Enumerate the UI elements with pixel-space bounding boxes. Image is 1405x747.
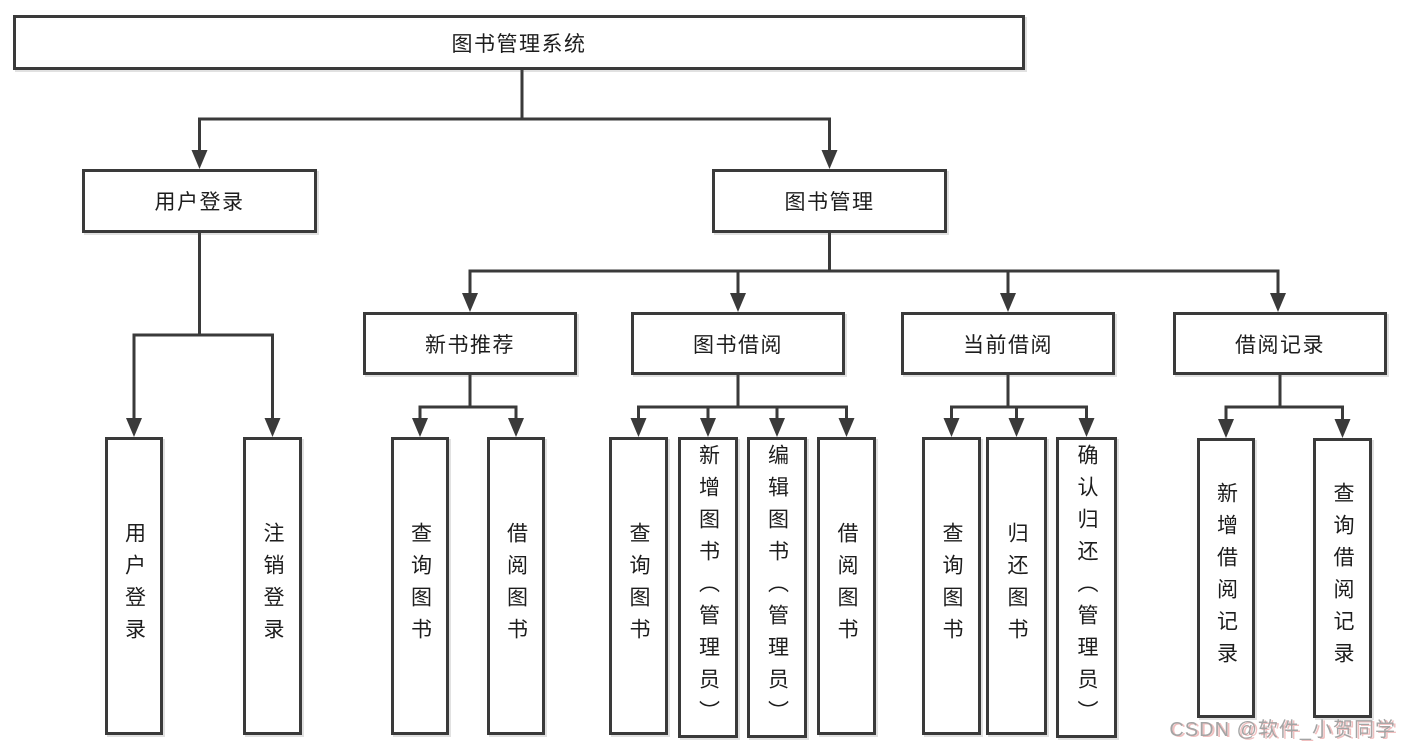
connector-root-to-level2	[198, 70, 831, 152]
node-label: 新增借阅记录	[1214, 482, 1238, 674]
connector-newbook-to-leaves	[418, 375, 518, 420]
arrowhead-icon	[1334, 419, 1351, 438]
node-label: 借阅记录	[1235, 333, 1325, 357]
node-book-management: 图书管理	[712, 169, 947, 233]
node-label: 确认归还（管理员）	[1075, 443, 1098, 732]
connector-paths	[132, 70, 1344, 421]
node-label: 注销登录	[261, 522, 284, 650]
leaf-query-books-current: 查询图书	[922, 437, 981, 735]
node-label: 当前借阅	[963, 333, 1053, 357]
leaf-borrow-books: 借阅图书	[817, 437, 876, 735]
arrowhead-icon	[1218, 419, 1234, 438]
arrowhead-icon	[1078, 418, 1095, 437]
arrowhead-icon	[412, 418, 428, 437]
arrowhead-icon	[838, 418, 855, 437]
arrowhead-icon	[462, 293, 478, 312]
leaf-query-books-borrow: 查询图书	[609, 437, 668, 735]
node-label: 查询图书	[627, 522, 650, 650]
node-book-borrowing: 图书借阅	[631, 312, 845, 375]
node-label: 图书借阅	[693, 333, 783, 357]
arrowhead-icon	[508, 418, 524, 437]
connector-bookmgmt-to-level3	[468, 233, 1280, 295]
node-current-borrowing: 当前借阅	[901, 312, 1115, 375]
node-label: 查询借阅记录	[1331, 482, 1354, 674]
node-label: 查询图书	[408, 522, 432, 650]
arrowhead-icon	[943, 418, 960, 437]
leaf-user-login: 用户登录	[105, 437, 163, 735]
node-label: 用户登录	[122, 522, 146, 650]
arrowhead-icon	[700, 418, 716, 437]
leaf-query-books-recommend: 查询图书	[391, 437, 449, 735]
arrowhead-icon	[1270, 293, 1286, 312]
connector-currentborrow-to-leaves	[950, 375, 1088, 420]
leaf-logout: 注销登录	[243, 437, 302, 735]
connector-bookborrow-to-leaves	[637, 375, 848, 420]
node-label: 用户登录	[154, 191, 245, 214]
node-label: 图书管理	[784, 191, 875, 214]
arrowheads	[126, 150, 1351, 438]
node-label: 归还图书	[1005, 522, 1028, 650]
leaf-edit-book-admin: 编辑图书（管理员）	[747, 437, 807, 738]
node-new-book-recommendation: 新书推荐	[363, 312, 577, 375]
leaf-borrow-books-recommend: 借阅图书	[487, 437, 545, 735]
node-label: 编辑图书（管理员）	[765, 443, 789, 732]
node-borrowing-records: 借阅记录	[1173, 312, 1387, 375]
arrowhead-icon	[730, 293, 746, 312]
leaf-return-book: 归还图书	[986, 437, 1047, 735]
arrowhead-icon	[821, 150, 838, 169]
arrowhead-icon	[1000, 293, 1016, 312]
node-label: 借阅图书	[835, 522, 858, 650]
connector-records-to-leaves	[1224, 375, 1344, 421]
node-label: 图书管理系统	[451, 32, 587, 56]
node-library-management-system: 图书管理系统	[13, 15, 1025, 70]
arrowhead-icon	[126, 418, 142, 437]
arrowhead-icon	[1008, 418, 1025, 437]
leaf-add-book-admin: 新增图书（管理员）	[678, 437, 738, 738]
node-label: 借阅图书	[504, 522, 528, 650]
arrowhead-icon	[630, 418, 647, 437]
node-label: 查询图书	[940, 522, 963, 650]
arrowhead-icon	[264, 418, 281, 437]
node-user-login: 用户登录	[82, 169, 317, 233]
node-label: 新增图书（管理员）	[696, 443, 720, 732]
arrowhead-icon	[191, 150, 208, 169]
connector-userlogin-to-leaves	[132, 233, 274, 420]
leaf-confirm-return-admin: 确认归还（管理员）	[1056, 437, 1117, 738]
leaf-query-borrow-record: 查询借阅记录	[1313, 438, 1372, 718]
watermark: CSDN @软件_小贺同学	[1169, 719, 1396, 741]
node-label: 新书推荐	[425, 333, 515, 357]
arrowhead-icon	[769, 418, 785, 437]
leaf-add-borrow-record: 新增借阅记录	[1197, 438, 1255, 718]
